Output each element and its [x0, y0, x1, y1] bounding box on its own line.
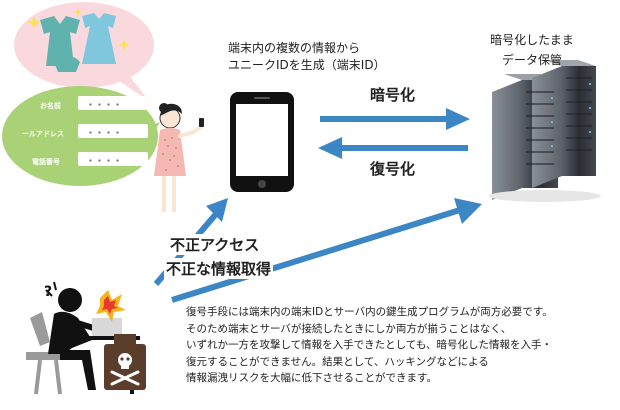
encrypt-arrow [320, 108, 470, 130]
server-rack-icon [489, 60, 601, 202]
laptop-icon [92, 318, 122, 336]
hat-icon [54, 56, 80, 72]
sparkle-icons [27, 8, 130, 50]
description-text: 復号手段には端末内の端末IDとサーバ内の鍵生成プログラムが両方必要です。 そのた… [186, 304, 616, 387]
form-bubble [2, 86, 160, 186]
device-caption: 端末内の複数の情報から ユニークIDを生成（端末ID） [228, 40, 386, 74]
woman-user-icon [154, 103, 204, 212]
server-caption: 暗号化したまま データ保管 [482, 30, 582, 70]
small-phone-icon [199, 118, 204, 127]
server-caption-line2: データ保管 [501, 53, 562, 67]
description-line: 復号手段には端末内の端末IDとサーバ内の鍵生成プログラムが両方必要です。 [186, 306, 553, 318]
form-value-phone: ・・・・ [86, 157, 122, 167]
question-mark-icon: ? [44, 284, 52, 300]
unauthorized-access-label: 不正アクセス [168, 234, 262, 255]
decrypt-arrow [318, 137, 468, 159]
attack-arrow-to-server [171, 198, 482, 303]
poison-bottle-icon [104, 334, 146, 390]
description-line: いずれか一方を攻撃して情報を入手できたとしても、暗号化した情報を入手・ [186, 339, 553, 352]
form-value-email: ・・・・ [86, 129, 122, 139]
decrypt-label: 復号化 [370, 160, 416, 178]
device-caption-line2: ユニークIDを生成（端末ID） [228, 58, 386, 72]
smartphone-device-icon [230, 92, 294, 192]
device-caption-line1: 端末内の複数の情報から [228, 41, 361, 55]
server-caption-line1: 暗号化したまま [490, 33, 574, 47]
clothing-bubble [14, 2, 154, 102]
form-value-name: ・・・・ [86, 101, 122, 111]
form-label-name: お名前 [40, 101, 61, 110]
confusion-marks [45, 281, 57, 297]
dress-blue-icon [82, 13, 116, 64]
encrypt-label: 暗号化 [370, 86, 416, 104]
form-label-phone: 電話番号 [32, 157, 60, 166]
dress-teal-icon [40, 16, 80, 66]
description-line: そのため端末とサーバが接続したときにしか両方が揃うことはなく、 [186, 322, 512, 335]
form-label-email: ールアドレス [22, 130, 64, 138]
description-line: 情報漏洩リスクを大幅に低下させることができます。 [186, 372, 437, 385]
description-line: 復元することができません。結果として、ハッキングなどによる [186, 355, 489, 368]
hacker-icon: ? [26, 281, 140, 395]
illegal-acquisition-label: 不正な情報取得 [164, 258, 274, 279]
